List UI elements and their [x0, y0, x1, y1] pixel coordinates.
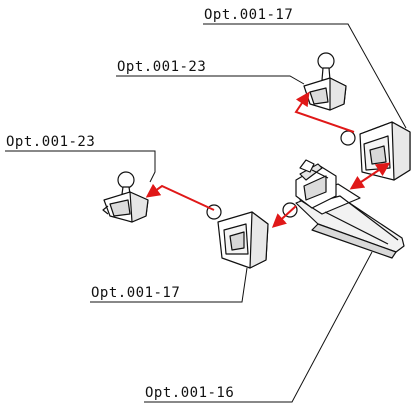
leader-top — [203, 23, 407, 129]
assembly-arrows — [145, 91, 391, 228]
leader-bottom — [144, 251, 373, 403]
leader-lines — [5, 23, 407, 403]
label-opt-001-17-top: Opt.001-17 — [204, 7, 294, 23]
arrow-top-clamp-double — [349, 162, 391, 190]
arrow-to-upper-clip — [294, 91, 355, 133]
sheath-part — [295, 159, 405, 259]
clamp-lower-mid — [206, 202, 298, 269]
clip-upper-mid — [303, 52, 347, 111]
label-opt-001-23-upper: Opt.001-23 — [117, 59, 207, 75]
arrow-to-left-clip — [145, 183, 215, 211]
leader-upper-mid — [116, 75, 305, 85]
leader-lower-mid — [90, 267, 248, 303]
arrow-lower-clamp — [271, 205, 297, 228]
leader-left — [5, 150, 156, 183]
clip-left — [102, 171, 149, 223]
label-opt-001-23-left: Opt.001-23 — [6, 134, 96, 150]
label-opt-001-17-lower: Opt.001-17 — [91, 285, 181, 301]
label-opt-001-16: Opt.001-16 — [145, 385, 235, 401]
